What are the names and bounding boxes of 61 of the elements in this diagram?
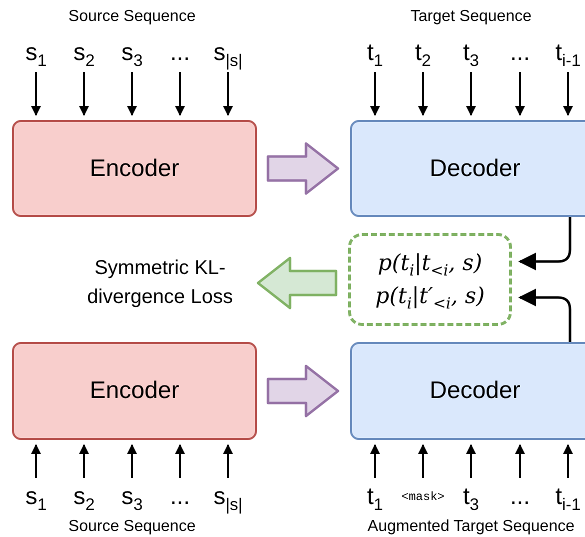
sequence-label: Source Sequence xyxy=(68,518,196,536)
arrow xyxy=(466,444,476,478)
token-text: t$_{3}$ xyxy=(462,483,479,511)
loss-text: Symmetric KL-divergence Loss xyxy=(86,256,234,310)
arrow xyxy=(518,217,572,270)
token-text: s$_{1}$ xyxy=(25,39,47,67)
arrow xyxy=(418,72,428,116)
token-text: t$_{1}$ xyxy=(366,39,383,67)
token-text: t$_{3}$ xyxy=(462,39,479,67)
box-label: Decoder xyxy=(430,154,520,182)
formula-text: p(t$_{i}$|t′$_{<i}$, s) xyxy=(375,284,485,308)
box-label: Encoder xyxy=(90,377,180,405)
arrow xyxy=(31,444,41,478)
formula-text: p(t$_{i}$|t$_{<i}$, s) xyxy=(378,250,482,276)
arrow xyxy=(175,444,185,478)
arrow xyxy=(175,72,185,116)
decoder-box xyxy=(350,120,585,217)
token-text: s$_{1}$ xyxy=(25,483,47,511)
box-label: Encoder xyxy=(90,154,180,182)
arrow xyxy=(79,72,89,116)
arrow xyxy=(563,72,573,116)
token-text: s$_{|s|}$ xyxy=(213,483,243,511)
arrow xyxy=(31,72,41,116)
token-text: t$_{1}$ xyxy=(366,483,383,511)
block-arrow xyxy=(256,256,338,310)
token-text: s$_{3}$ xyxy=(121,39,143,67)
token-text: ... xyxy=(170,39,190,67)
token-text: s$_{2}$ xyxy=(73,483,95,511)
token-text: ... xyxy=(170,483,190,511)
decoder-box xyxy=(350,342,585,440)
token-text: s$_{|s|}$ xyxy=(213,39,243,67)
arrow xyxy=(518,288,572,342)
arrow xyxy=(127,72,137,116)
token-text: t$_{2}$ xyxy=(414,39,431,67)
block-arrow xyxy=(266,142,340,195)
arrow xyxy=(418,444,428,478)
arrow xyxy=(370,72,380,116)
arrow xyxy=(515,72,525,116)
token-text: t$_{i-1}$ xyxy=(555,39,581,67)
token-text: s$_{3}$ xyxy=(121,483,143,511)
box-label: Decoder xyxy=(430,377,520,405)
block-arrow xyxy=(266,364,340,418)
arrow xyxy=(79,444,89,478)
arrow xyxy=(370,444,380,478)
token-text: s$_{2}$ xyxy=(73,39,95,67)
token-text: t$_{i-1}$ xyxy=(555,483,581,511)
arrow xyxy=(223,72,233,116)
arrow xyxy=(515,444,525,478)
sequence-label: Target Sequence xyxy=(410,8,532,26)
sequence-label: Augmented Target Sequence xyxy=(368,518,574,536)
dashed-box xyxy=(348,233,512,326)
arrow xyxy=(127,444,137,478)
arrow xyxy=(563,444,573,478)
mask-token: <mask> xyxy=(401,490,445,504)
token-text: ... xyxy=(510,483,530,511)
arrow xyxy=(223,444,233,478)
encoder-box xyxy=(12,342,257,440)
token-text: ... xyxy=(510,39,530,67)
sequence-label: Source Sequence xyxy=(68,8,196,26)
encoder-box xyxy=(12,120,257,217)
arrow xyxy=(466,72,476,116)
